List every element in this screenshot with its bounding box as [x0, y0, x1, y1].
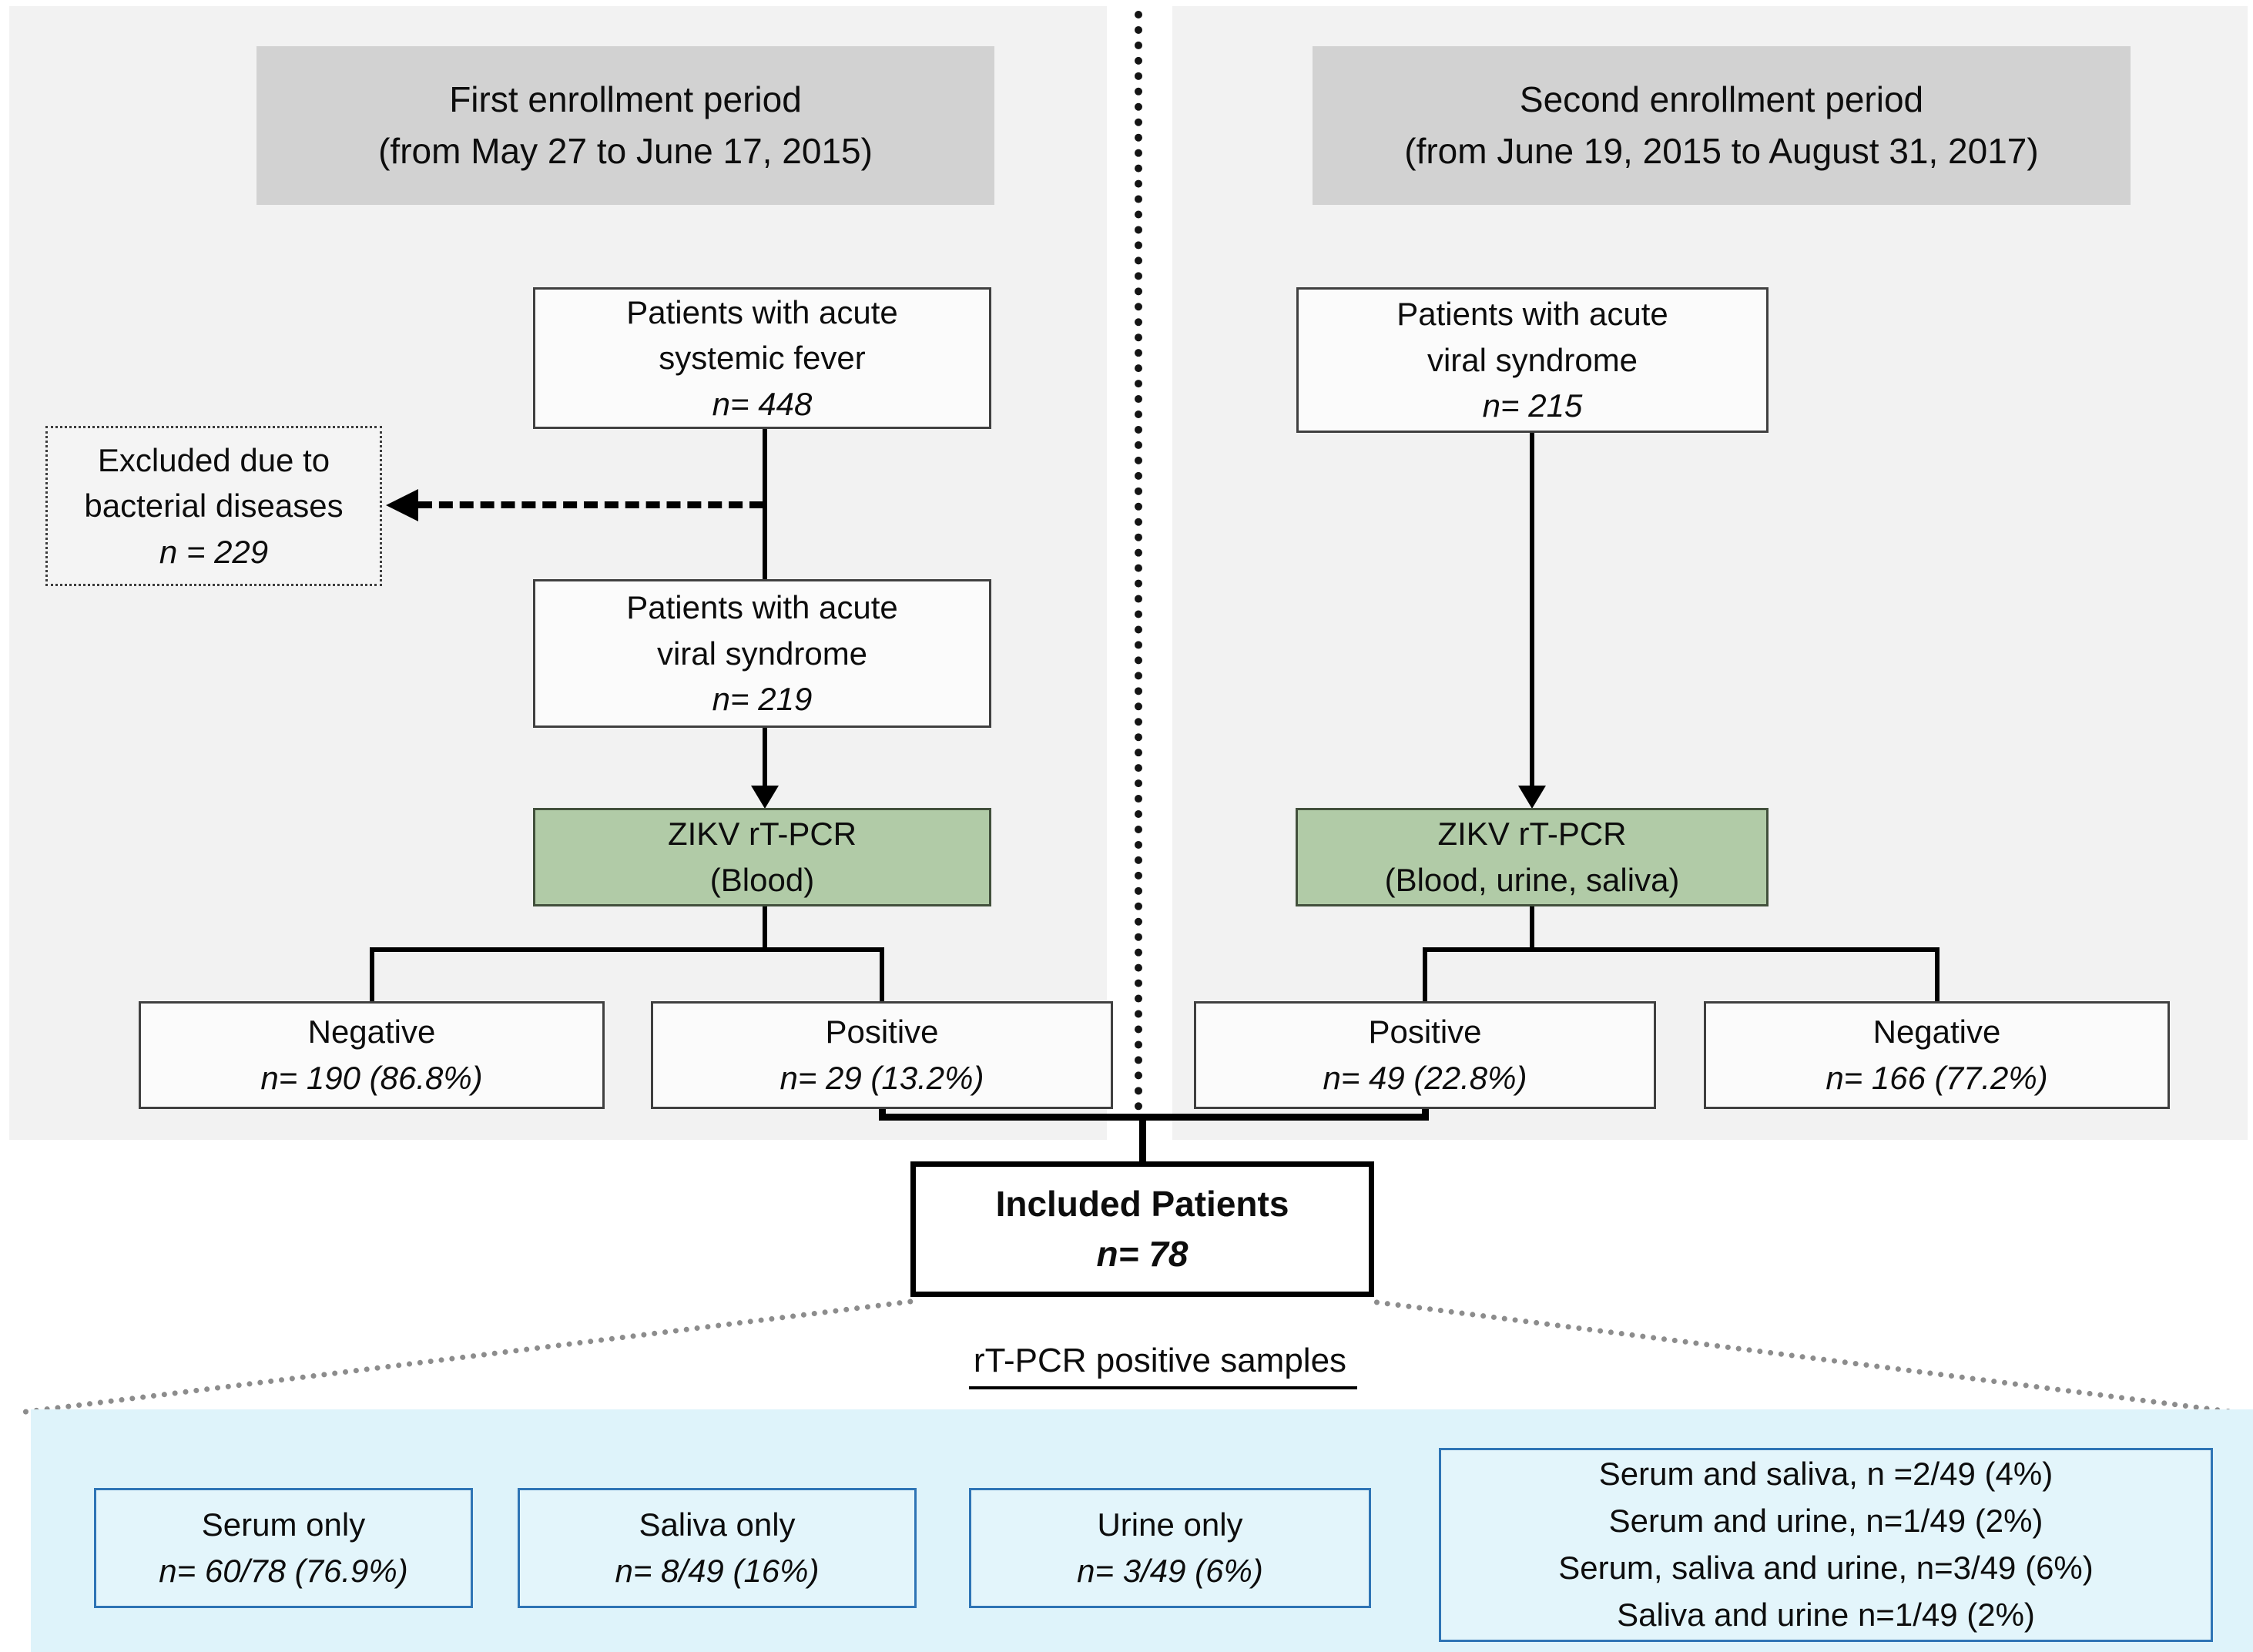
samples-section-title: rT-PCR positive samples	[886, 1342, 1440, 1389]
excluded-box: Excluded due to bacterial diseases n = 2…	[45, 426, 382, 586]
combined-samples-box: Serum and saliva, n =2/49 (4%) Serum and…	[1439, 1448, 2213, 1642]
left-branch-horizontal	[370, 947, 884, 952]
left-branch-stub-negative	[370, 947, 374, 1001]
left-viral-line1: Patients with acute	[626, 589, 898, 626]
left-branch-stub-positive	[880, 947, 884, 1001]
dotted-diagonal-left	[22, 1298, 914, 1415]
panel-divider-dotted-line	[1135, 11, 1142, 1111]
left-fever-box: Patients with acute systemic fever n= 44…	[533, 287, 991, 429]
excluded-line1: Excluded due to	[97, 441, 330, 478]
saliva-only-box: Saliva only n= 8/49 (16%)	[518, 1488, 917, 1608]
left-header-line2: (from May 27 to June 17, 2015)	[378, 131, 873, 171]
right-viral-line1: Patients with acute	[1396, 296, 1668, 333]
connector-right-viral-to-pcr	[1530, 433, 1534, 786]
right-pcr-arrowhead	[1518, 786, 1546, 809]
left-fever-line1: Patients with acute	[626, 293, 898, 330]
left-header-line1: First enrollment period	[449, 79, 802, 120]
right-positive-n: n= 49 (22.8%)	[1323, 1060, 1527, 1096]
left-enrollment-header: First enrollment period (from May 27 to …	[256, 46, 994, 205]
right-branch-stub-positive	[1423, 947, 1427, 1001]
saliva-only-label: Saliva only	[639, 1506, 796, 1543]
left-viral-box: Patients with acute viral syndrome n= 21…	[533, 579, 991, 728]
combined-line1: Serum and saliva, n =2/49 (4%)	[1598, 1456, 2054, 1493]
left-pcr-line1: ZIKV rT-PCR	[667, 816, 857, 853]
merge-vertical-to-included	[1139, 1114, 1146, 1163]
serum-only-n: n= 60/78 (76.9%)	[159, 1553, 408, 1589]
left-branch-stem	[763, 906, 767, 950]
right-branch-horizontal	[1423, 947, 1940, 952]
serum-only-box: Serum only n= 60/78 (76.9%)	[94, 1488, 473, 1608]
left-viral-n: n= 219	[712, 681, 813, 718]
left-fever-n: n= 448	[712, 385, 813, 422]
connector-left-viral-to-pcr	[763, 728, 767, 788]
urine-only-label: Urine only	[1097, 1506, 1243, 1543]
left-fever-line2: systemic fever	[659, 340, 866, 377]
included-line1: Included Patients	[995, 1183, 1289, 1224]
right-negative-label: Negative	[1872, 1014, 2001, 1051]
right-viral-box: Patients with acute viral syndrome n= 21…	[1296, 287, 1769, 433]
left-viral-line2: viral syndrome	[656, 635, 868, 672]
combined-line4: Saliva and urine n=1/49 (2%)	[1617, 1596, 2035, 1633]
left-pcr-box: ZIKV rT-PCR (Blood)	[533, 808, 991, 906]
merge-horizontal	[879, 1114, 1429, 1121]
right-negative-n: n= 166 (77.2%)	[1826, 1060, 2048, 1096]
left-positive-box: Positive n= 29 (13.2%)	[651, 1001, 1113, 1109]
included-patients-box: Included Patients n= 78	[910, 1161, 1374, 1297]
excluded-n: n = 229	[159, 533, 269, 570]
left-positive-label: Positive	[825, 1014, 939, 1051]
right-positive-label: Positive	[1368, 1014, 1482, 1051]
left-positive-n: n= 29 (13.2%)	[779, 1060, 984, 1096]
right-header-line1: Second enrollment period	[1519, 79, 1924, 120]
connector-fever-to-viral	[763, 429, 767, 580]
right-negative-box: Negative n= 166 (77.2%)	[1704, 1001, 2170, 1109]
combined-line2: Serum and urine, n=1/49 (2%)	[1608, 1503, 2043, 1540]
urine-only-box: Urine only n= 3/49 (6%)	[969, 1488, 1371, 1608]
right-branch-stub-negative	[1935, 947, 1940, 1001]
right-positive-box: Positive n= 49 (22.8%)	[1194, 1001, 1656, 1109]
right-pcr-line1: ZIKV rT-PCR	[1437, 816, 1627, 853]
included-n: n= 78	[1096, 1234, 1189, 1274]
right-enrollment-header: Second enrollment period (from June 19, …	[1313, 46, 2131, 205]
samples-title-text: rT-PCR positive samples	[968, 1342, 1358, 1389]
excluded-arrowhead	[386, 489, 418, 521]
right-viral-n: n= 215	[1482, 387, 1583, 424]
right-pcr-line2: (Blood, urine, saliva)	[1384, 862, 1680, 898]
left-pcr-line2: (Blood)	[709, 862, 815, 898]
serum-only-label: Serum only	[201, 1506, 366, 1543]
excluded-line2: bacterial diseases	[84, 488, 344, 524]
combined-line3: Serum, saliva and urine, n=3/49 (6%)	[1558, 1550, 2094, 1586]
right-header-line2: (from June 19, 2015 to August 31, 2017)	[1404, 131, 2039, 171]
right-pcr-box: ZIKV rT-PCR (Blood, urine, saliva)	[1296, 808, 1769, 906]
left-negative-n: n= 190 (86.8%)	[260, 1060, 483, 1096]
left-negative-label: Negative	[307, 1014, 436, 1051]
dotted-diagonal-right	[1373, 1299, 2232, 1415]
right-branch-stem	[1530, 906, 1534, 950]
right-viral-line2: viral syndrome	[1427, 341, 1638, 378]
excluded-dashed-line	[418, 501, 763, 508]
urine-only-n: n= 3/49 (6%)	[1077, 1553, 1263, 1589]
saliva-only-n: n= 8/49 (16%)	[615, 1553, 820, 1589]
left-negative-box: Negative n= 190 (86.8%)	[139, 1001, 605, 1109]
left-pcr-arrowhead	[751, 786, 779, 809]
